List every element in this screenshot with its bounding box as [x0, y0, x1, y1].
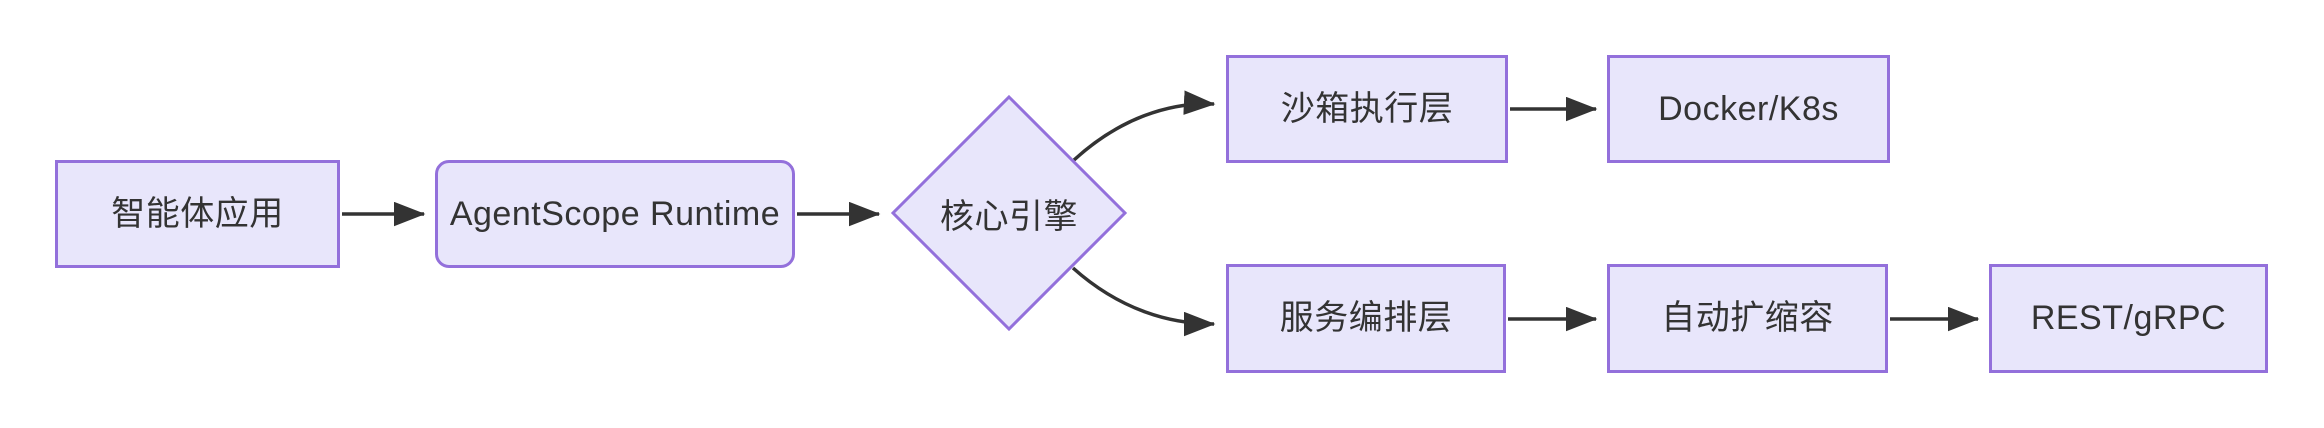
node-core-engine-label: 核心引擎	[940, 197, 1078, 236]
node-agentscope-runtime-label: AgentScope Runtime	[449, 194, 781, 233]
node-docker-k8s[interactable]: Docker/K8s	[1607, 55, 1890, 163]
node-rest-grpc-label: REST/gRPC	[2030, 299, 2227, 338]
node-agentscope-runtime[interactable]: AgentScope Runtime	[435, 160, 795, 268]
node-service-orchestration-layer-label: 服务编排层	[1279, 299, 1453, 338]
node-autoscaling-label: 自动扩缩容	[1661, 299, 1834, 338]
node-autoscaling[interactable]: 自动扩缩容	[1607, 264, 1888, 373]
node-sandbox-layer[interactable]: 沙箱执行层	[1226, 55, 1508, 163]
node-rest-grpc[interactable]: REST/gRPC	[1989, 264, 2268, 373]
node-agent-app[interactable]: 智能体应用	[55, 160, 340, 268]
node-sandbox-layer-label: 沙箱执行层	[1280, 89, 1454, 128]
node-agent-app-label: 智能体应用	[111, 194, 284, 233]
diamond-shape	[890, 94, 1128, 332]
node-service-orchestration-layer[interactable]: 服务编排层	[1226, 264, 1506, 373]
node-docker-k8s-label: Docker/K8s	[1658, 89, 1839, 128]
node-core-engine[interactable]: 核心引擎	[890, 94, 1128, 332]
